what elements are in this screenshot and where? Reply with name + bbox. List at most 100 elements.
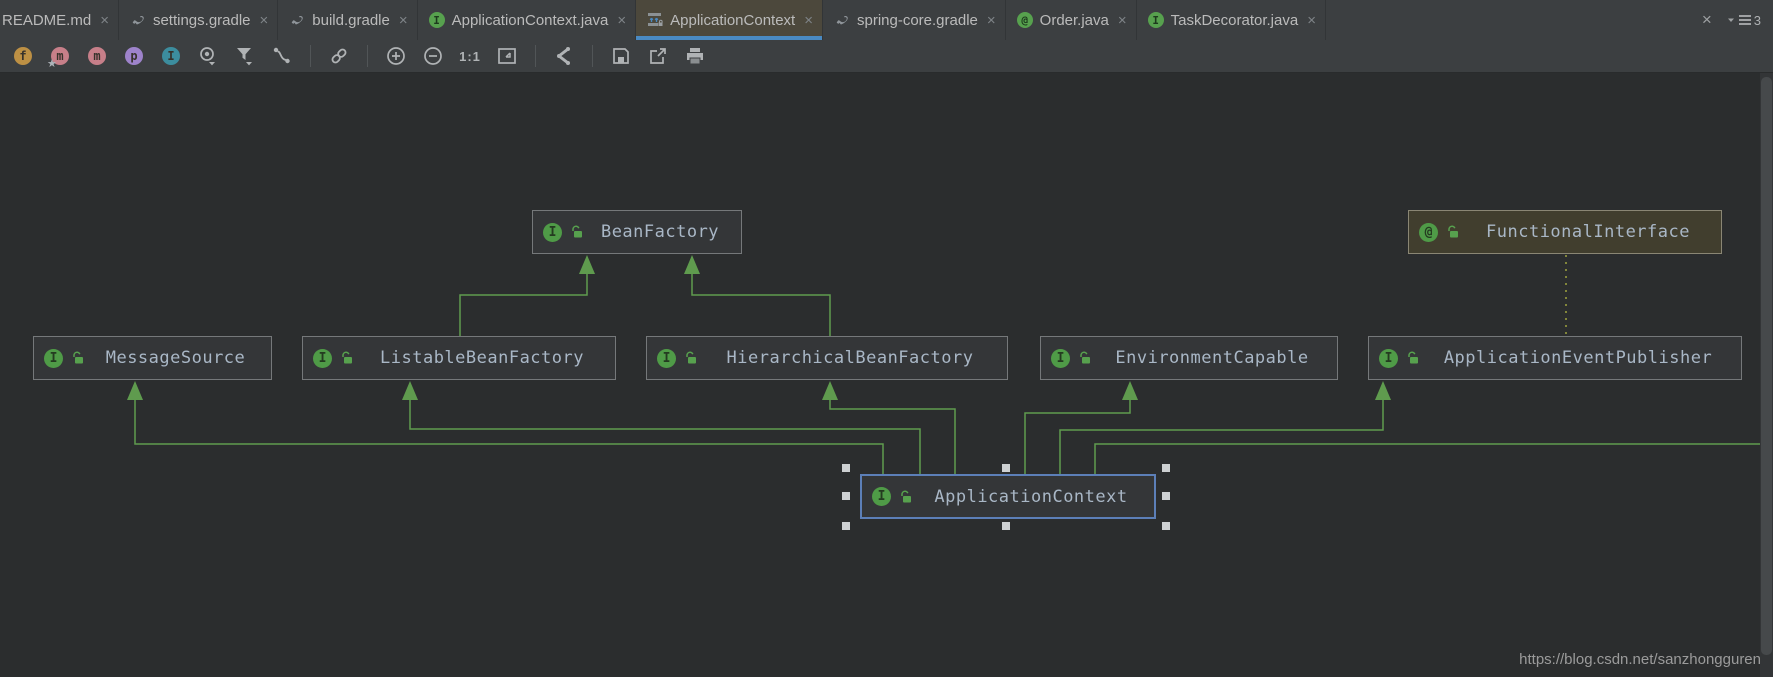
close-icon[interactable]: × (1307, 11, 1316, 29)
zoom-in-icon (387, 47, 405, 65)
toolbar-separator (592, 45, 593, 67)
filter-button[interactable] (234, 45, 256, 67)
node-label: FunctionalInterface (1486, 222, 1690, 242)
apply-layout-button[interactable] (553, 45, 575, 67)
close-icon[interactable]: × (100, 11, 109, 29)
tab-order-java[interactable]: @ Order.java × (1006, 0, 1137, 40)
tab-label: spring-core.gradle (856, 11, 978, 29)
node-messagesource[interactable]: I MessageSource (33, 336, 272, 380)
show-constructors-button[interactable]: m ★ (47, 45, 71, 70)
print-button[interactable] (684, 45, 706, 67)
interface-icon: I (1147, 12, 1164, 28)
tab-settings-gradle[interactable]: settings.gradle × (119, 0, 279, 40)
fit-content-icon (498, 48, 516, 64)
tab-applicationcontext-diagram[interactable]: ApplicationContext × (636, 0, 823, 40)
tab-build-gradle[interactable]: build.gradle × (278, 0, 418, 40)
export-icon (650, 48, 666, 64)
vertical-scrollbar[interactable] (1760, 73, 1773, 677)
selection-handle[interactable] (1002, 522, 1010, 530)
tab-readme[interactable]: README.md × (0, 0, 119, 40)
close-tab-icon[interactable]: × (1701, 10, 1712, 29)
tab-label: ApplicationContext.java (451, 11, 609, 29)
node-listablebeanfactory[interactable]: I ListableBeanFactory (302, 336, 616, 380)
export-diagram-button[interactable] (647, 45, 669, 67)
tab-label: TaskDecorator.java (1170, 11, 1299, 29)
node-functionalinterface[interactable]: @ FunctionalInterface (1408, 210, 1722, 254)
interface-icon: I (44, 348, 63, 368)
node-applicationcontext[interactable]: I ApplicationContext (860, 474, 1156, 519)
tab-label: README.md (2, 11, 92, 29)
eye-icon (200, 47, 215, 66)
scrollbar-thumb[interactable] (1761, 77, 1772, 655)
public-lock-icon (1407, 351, 1420, 365)
public-lock-icon (72, 351, 85, 365)
actual-size-button[interactable]: 1:1 (459, 45, 481, 67)
editor-tab-bar: README.md × settings.gradle × build.grad… (0, 0, 1773, 40)
zoom-out-button[interactable] (422, 45, 444, 67)
zoom-in-button[interactable] (385, 45, 407, 67)
show-inner-classes-button[interactable]: I (160, 45, 182, 67)
tab-label: build.gradle (312, 11, 390, 29)
selection-handle[interactable] (842, 464, 850, 472)
diagram-edges (127, 255, 1773, 474)
public-lock-icon (685, 351, 698, 365)
show-methods-button[interactable]: m (86, 45, 108, 67)
selection-handle[interactable] (842, 522, 850, 530)
selection-handle[interactable] (1162, 492, 1170, 500)
show-dependencies-button[interactable] (271, 45, 293, 67)
close-icon[interactable]: × (259, 11, 269, 29)
tab-bar-controls: × 3 (1690, 0, 1773, 40)
fit-content-button[interactable] (496, 45, 518, 67)
interface-icon: I (428, 12, 445, 28)
selection-handle[interactable] (1162, 464, 1170, 472)
tab-applicationcontext-java[interactable]: I ApplicationContext.java × (418, 0, 637, 40)
selection-handle[interactable] (842, 492, 850, 500)
node-label: HierarchicalBeanFactory (726, 348, 974, 368)
add-link-button[interactable] (328, 45, 350, 67)
close-icon[interactable]: × (398, 11, 408, 29)
interface-icon: I (1051, 348, 1070, 368)
toolbar-separator (367, 45, 368, 67)
close-icon[interactable]: × (804, 11, 813, 29)
fields-icon: f (14, 47, 32, 65)
public-lock-icon (1447, 225, 1460, 239)
hidden-tabs-dropdown[interactable]: 3 (1726, 13, 1761, 28)
show-fields-button[interactable]: f (12, 45, 34, 67)
show-properties-button[interactable]: p (123, 45, 145, 67)
node-applicationeventpublisher[interactable]: I ApplicationEventPublisher (1368, 336, 1742, 380)
close-icon[interactable]: × (986, 11, 996, 29)
interface-icon: I (872, 487, 891, 506)
save-diagram-button[interactable] (610, 45, 632, 67)
star-icon: ★ (47, 58, 57, 70)
interface-icon: I (1379, 348, 1398, 368)
print-icon (687, 48, 703, 65)
selection-handle[interactable] (1002, 464, 1010, 472)
interface-icon: I (543, 222, 562, 242)
annotation-icon: @ (1016, 12, 1033, 28)
node-beanfactory[interactable]: I BeanFactory (532, 210, 742, 254)
tab-spring-core-gradle[interactable]: spring-core.gradle × (823, 0, 1006, 40)
toolbar-separator (535, 45, 536, 67)
interface-icon: I (313, 348, 332, 368)
dependency-path-icon (273, 47, 290, 64)
zoom-out-icon (424, 47, 442, 65)
watermark-text: https://blog.csdn.net/sanzhongguren (1519, 651, 1761, 668)
uml-diagram-icon (647, 12, 663, 28)
toolbar-separator (310, 45, 311, 67)
node-label: ListableBeanFactory (380, 348, 584, 368)
node-hierarchicalbeanfactory[interactable]: I HierarchicalBeanFactory (646, 336, 1008, 380)
visibility-level-button[interactable] (197, 45, 219, 67)
node-environmentcapable[interactable]: I EnvironmentCapable (1040, 336, 1338, 380)
close-icon[interactable]: × (617, 11, 627, 29)
tab-taskdecorator-java[interactable]: I TaskDecorator.java × (1137, 0, 1326, 40)
selection-handle[interactable] (1162, 522, 1170, 530)
public-lock-icon (571, 225, 584, 239)
link-icon (331, 48, 347, 64)
public-lock-icon (900, 490, 913, 504)
inner-classes-icon: I (162, 47, 180, 65)
diagram-canvas[interactable]: I BeanFactory @ FunctionalInterface I Me… (0, 73, 1773, 677)
node-label: MessageSource (105, 348, 246, 368)
close-icon[interactable]: × (1117, 11, 1127, 29)
layout-icon (557, 47, 570, 65)
gradle-icon (130, 12, 146, 28)
